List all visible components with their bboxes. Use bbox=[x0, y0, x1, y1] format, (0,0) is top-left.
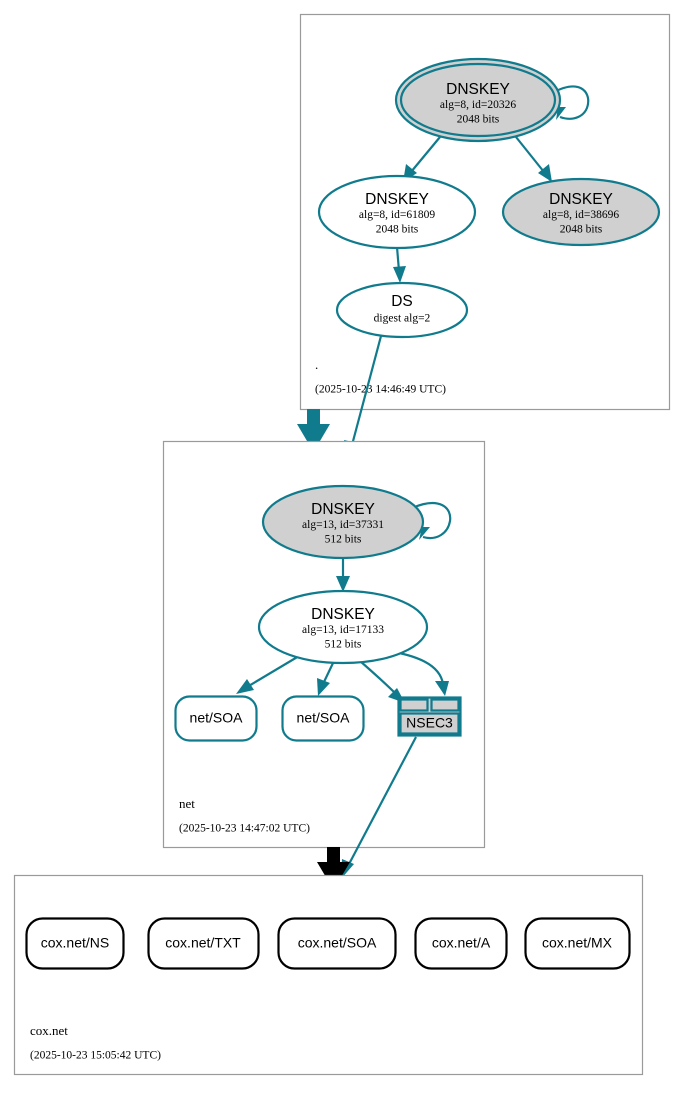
node-title: DNSKEY bbox=[311, 501, 375, 518]
node-bits: 2048 bits bbox=[457, 114, 500, 126]
node-alg-id: alg=8, id=38696 bbox=[543, 209, 619, 221]
zone-label-net: net bbox=[179, 796, 195, 811]
node-title: DNSKEY bbox=[311, 606, 375, 623]
edge-net-zsk-to-soa-2 bbox=[317, 660, 335, 696]
node-alg-id: alg=13, id=37331 bbox=[302, 519, 384, 531]
node-root-dnskey-38696[interactable]: DNSKEY alg=8, id=38696 2048 bits bbox=[501, 177, 661, 247]
node-alg-id: alg=8, id=20326 bbox=[440, 99, 516, 111]
node-title: cox.net/SOA bbox=[298, 935, 377, 951]
zone-net: DNSKEY alg=13, id=37331 512 bits DNSKEY … bbox=[162, 440, 486, 849]
node-title: DNSKEY bbox=[549, 191, 613, 208]
edge-net-zsk-to-soa-1 bbox=[236, 655, 300, 694]
zone-coxnet-box bbox=[13, 874, 644, 1076]
node-title: DNSKEY bbox=[365, 191, 429, 208]
node-alg-id: alg=8, id=61809 bbox=[359, 209, 435, 221]
zone-coxnet: cox.net/NS cox.net/TXT cox.net/SOA cox.n… bbox=[13, 874, 644, 1076]
node-cox-a[interactable]: cox.net/A bbox=[414, 917, 508, 970]
node-title: DNSKEY bbox=[446, 81, 510, 98]
node-net-nsec3[interactable]: NSEC3 bbox=[397, 696, 462, 737]
node-bits: 2048 bits bbox=[560, 224, 603, 236]
node-root-dnskey-61809[interactable]: DNSKEY alg=8, id=61809 2048 bits bbox=[317, 174, 477, 250]
node-bits: 512 bits bbox=[325, 639, 362, 651]
delegation-root-to-net bbox=[297, 409, 330, 452]
node-cox-txt[interactable]: cox.net/TXT bbox=[147, 917, 260, 970]
zone-label-coxnet: cox.net bbox=[30, 1023, 68, 1038]
node-bits: 512 bits bbox=[325, 534, 362, 546]
node-title: cox.net/NS bbox=[41, 935, 109, 951]
zone-timestamp-root: (2025-10-23 14:46:49 UTC) bbox=[315, 384, 446, 396]
node-title: cox.net/MX bbox=[542, 935, 613, 951]
node-net-soa-2[interactable]: net/SOA bbox=[281, 695, 365, 742]
zone-root: DNSKEY alg=8, id=20326 2048 bits DNSKEY … bbox=[299, 13, 671, 411]
node-title: cox.net/TXT bbox=[165, 935, 241, 951]
node-title: NSEC3 bbox=[406, 715, 453, 731]
zone-timestamp-net: (2025-10-23 14:47:02 UTC) bbox=[179, 823, 310, 835]
node-cox-mx[interactable]: cox.net/MX bbox=[524, 917, 631, 970]
node-root-dnskey-20326[interactable]: DNSKEY alg=8, id=20326 2048 bits bbox=[394, 57, 562, 143]
edge-net-ksk-to-zsk bbox=[336, 558, 350, 592]
edge-root-ksk-to-38696 bbox=[515, 136, 552, 182]
node-digest: digest alg=2 bbox=[374, 313, 431, 325]
node-cox-soa[interactable]: cox.net/SOA bbox=[277, 917, 397, 970]
node-cox-ns[interactable]: cox.net/NS bbox=[25, 917, 125, 970]
node-net-dnskey-17133[interactable]: DNSKEY alg=13, id=17133 512 bits bbox=[257, 589, 429, 665]
edge-root-61809-to-ds bbox=[393, 246, 406, 283]
node-title: cox.net/A bbox=[432, 935, 491, 951]
node-alg-id: alg=13, id=17133 bbox=[302, 624, 384, 636]
node-net-dnskey-37331[interactable]: DNSKEY alg=13, id=37331 512 bits bbox=[261, 484, 425, 560]
node-root-ds[interactable]: DS digest alg=2 bbox=[335, 281, 469, 339]
node-title: net/SOA bbox=[190, 710, 244, 726]
node-title: DS bbox=[391, 293, 413, 310]
zone-timestamp-coxnet: (2025-10-23 15:05:42 UTC) bbox=[30, 1050, 161, 1062]
node-bits: 2048 bits bbox=[376, 224, 419, 236]
node-net-soa-1[interactable]: net/SOA bbox=[174, 695, 258, 742]
node-title: net/SOA bbox=[297, 710, 351, 726]
zone-label-root: . bbox=[315, 357, 318, 372]
